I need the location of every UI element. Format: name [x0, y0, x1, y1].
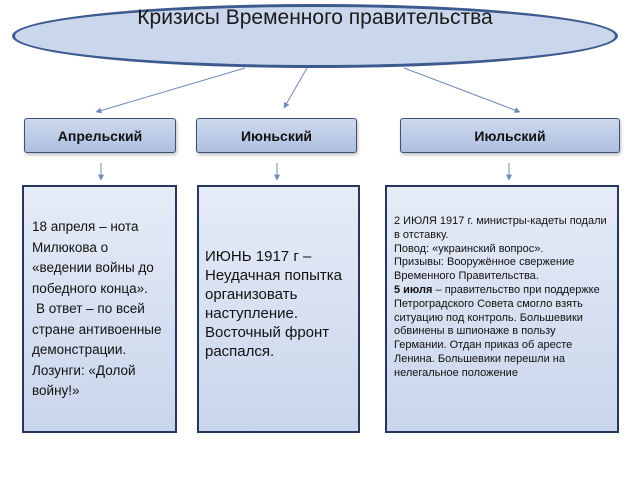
july-events-text: – правительство при поддержке Петроградс… [394, 283, 600, 379]
july-reason: Повод: «украинский вопрос». [394, 242, 544, 255]
arrow-to-june [283, 67, 308, 109]
april-line: демонстрации. [32, 342, 127, 357]
june-line: наступление. [205, 305, 299, 322]
arrow-to-april [95, 67, 246, 114]
june-line: организовать [205, 286, 298, 303]
april-crisis-description: 18 апреля – нота Милюкова о «ведении вой… [22, 185, 177, 433]
april-line: «ведении войны до [32, 260, 154, 275]
april-line: стране антивоенные [32, 321, 162, 337]
title-ellipse [12, 4, 618, 68]
april-line: В ответ – по всей [36, 301, 145, 316]
diagram-title: Кризисы Временного правительства [137, 6, 493, 29]
june-line: Неудачная попытка [205, 267, 342, 284]
april-line: 18 апреля – нота [32, 219, 139, 234]
june-crisis-description: ИЮНЬ 1917 г – Неудачная попытка организо… [197, 185, 360, 433]
april-line: Лозунги: «Долой [32, 362, 136, 378]
july-events: 5 июля – правительство при поддержке Пет… [394, 284, 611, 381]
label-june-crisis: Июньский [196, 118, 357, 153]
june-line: ИЮНЬ 1917 г – [205, 248, 312, 265]
april-line: Милюкова о [32, 239, 109, 255]
label-april-crisis: Апрельский [24, 118, 176, 153]
april-line: победного конца». [32, 280, 148, 296]
june-line: Восточный фронт [205, 324, 330, 341]
july-intro: 2 ИЮЛЯ 1917 г. министры-кадеты подали в … [394, 215, 607, 241]
july-slogans: Призывы: Вооружённое свержение Временног… [394, 256, 575, 283]
july-crisis-description: 2 ИЮЛЯ 1917 г. министры-кадеты подали в … [385, 185, 619, 433]
july-date-bold: 5 июля [394, 283, 433, 296]
april-line: войну!» [32, 383, 80, 398]
june-line: распался. [205, 343, 275, 360]
arrow-to-july [403, 67, 521, 113]
label-july-crisis: Июльский [400, 118, 620, 153]
